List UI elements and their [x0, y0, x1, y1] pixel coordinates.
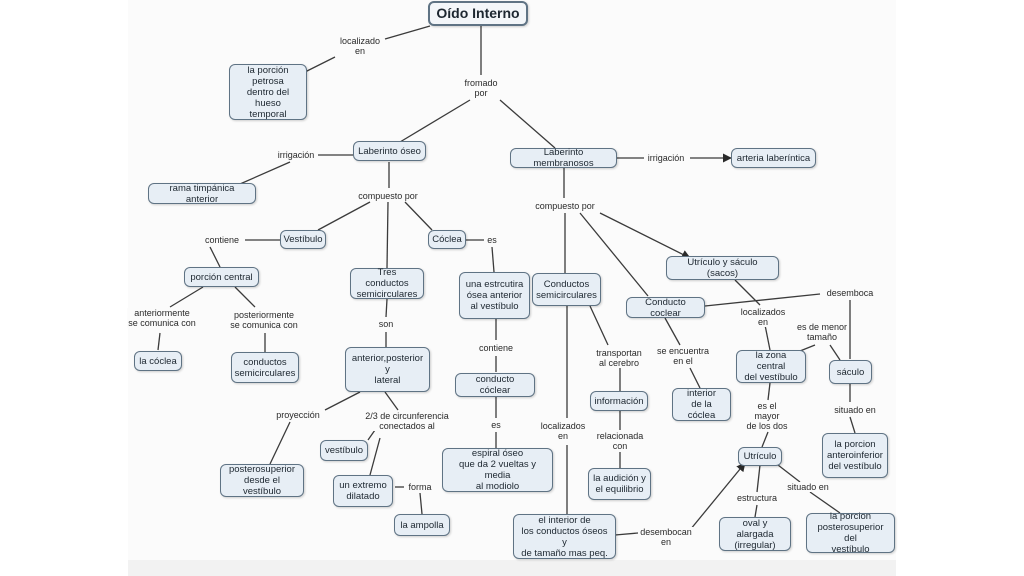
node-oido-interno: Oído Interno: [428, 1, 528, 26]
link-proyeccion: proyección: [275, 410, 321, 420]
node-porcion-petrosa: la porción petrosa dentro del hueso temp…: [229, 64, 307, 120]
node-saculo: sáculo: [829, 360, 872, 384]
link-son: son: [377, 319, 395, 329]
link-compuesto-por-oseo: compuesto por: [357, 191, 419, 201]
link-estructura: estructura: [735, 493, 779, 503]
link-relacionada-con: relacionada con: [595, 431, 645, 451]
node-interior-coclea: interior de la cóclea: [672, 388, 731, 421]
node-porcion-posterosuperior: la porcion posterosuperior del vestíbulo: [806, 511, 895, 555]
link-circunferencia: 2/3 de circunferencia conectados al: [364, 411, 450, 431]
bottom-strip: [128, 560, 896, 576]
link-situado-en-saculo: situado en: [833, 405, 877, 415]
node-informacion: información: [590, 391, 648, 411]
link-situado-en-utriculo: situado en: [786, 482, 830, 492]
node-coclea: Cóclea: [428, 230, 466, 249]
link-contiene-estructura: contiene: [477, 343, 515, 353]
node-la-coclea: la cóclea: [134, 351, 182, 371]
node-utriculo: Utrículo: [738, 447, 782, 466]
link-transportan: transportan al cerebro: [595, 348, 643, 368]
node-conducto-coclear-oseo: conducto cóclear: [455, 373, 535, 397]
node-porcion-central: porción central: [184, 267, 259, 287]
link-localizados-en-sacos: localizados en: [739, 307, 787, 327]
node-espiral-oseo: espiral óseo que da 2 vueltas y media al…: [442, 448, 553, 492]
node-vestibulo-2: vestíbulo: [320, 440, 368, 461]
node-posterosuperior-vestibulo: posterosuperior desde el vestíbulo: [220, 464, 304, 497]
link-localizado-en: localizado en: [338, 36, 382, 56]
node-interior-conductos: el interior de los conductos óseos y de …: [513, 514, 616, 559]
node-anterior-posterior-lateral: anterior,posterior y lateral: [345, 347, 430, 392]
link-es-el-mayor: es el mayor de los dos: [745, 401, 789, 431]
link-desemboca: desemboca: [825, 288, 875, 298]
node-audicion-equilibrio: la audición y el equilibrio: [588, 468, 651, 500]
node-laberinto-membranoso: Laberinto membranosos: [510, 147, 617, 169]
node-oval-alargada: oval y alargada (irregular): [719, 517, 791, 551]
link-posteriormente: posteriormente se comunica con: [229, 310, 299, 330]
node-utriculo-saculo: Utrículo y sáculo (sacos): [666, 256, 779, 280]
link-se-encuentra: se encuentra en el: [655, 346, 711, 366]
link-formado-por: fromado por: [463, 78, 499, 98]
node-porcion-anteroinferior: la porcion anteroinferior del vestíbulo: [822, 433, 888, 478]
link-es-de-menor: es de menor tamaño: [795, 322, 849, 342]
node-laberinto-oseo: Laberinto óseo: [353, 141, 426, 161]
node-rama-timpanica: rama timpánica anterior: [148, 183, 256, 205]
node-vestibulo: Vestíbulo: [280, 230, 326, 249]
link-es-conducto: es: [490, 420, 502, 430]
link-forma: forma: [407, 482, 433, 492]
link-localizados-en-conductos: localizados en: [539, 421, 587, 441]
link-es-coclea: es: [486, 235, 498, 245]
link-irrigacion-oseo: irrigación: [276, 150, 316, 160]
node-conductos-semicirculares-b: Conductos semicirculares: [532, 273, 601, 306]
node-la-ampolla: la ampolla: [394, 514, 450, 536]
node-conducto-coclear: Conducto coclear: [626, 297, 705, 319]
link-anteriormente: anteriormente se comunica con: [127, 308, 197, 328]
node-estructura-osea: una estrcutira ósea anterior al vestíbul…: [459, 272, 530, 319]
node-zona-central: la zona central del vestíbulo: [736, 350, 806, 383]
link-desembocan-en: desembocan en: [639, 527, 693, 547]
node-extremo-dilatado: un extremo dilatado: [333, 475, 393, 507]
node-tres-conductos: Tres conductos semicirculares: [350, 267, 424, 300]
node-conductos-semicirculares-a: conductos semicirculares: [231, 352, 299, 383]
link-compuesto-por-membranoso: compuesto por: [534, 201, 596, 211]
link-contiene-vestibulo: contiene: [203, 235, 241, 245]
link-irrigacion-membranoso: irrigación: [646, 153, 686, 163]
node-arteria-laberintica: arteria laberíntica: [731, 148, 816, 168]
